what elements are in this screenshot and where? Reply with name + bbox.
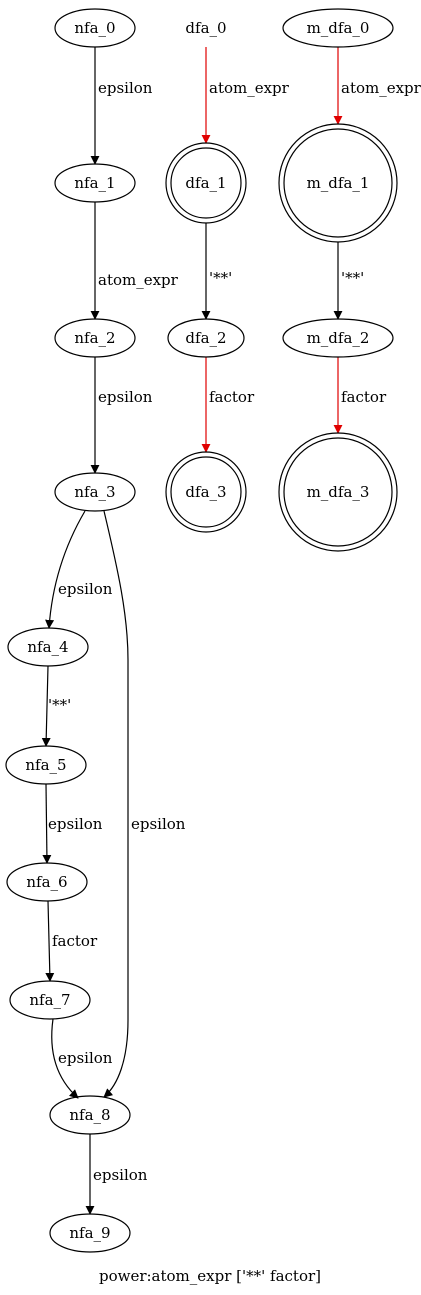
node-outer-ring-m_dfa_3 bbox=[278, 432, 398, 552]
node-shape-dfa_2 bbox=[167, 318, 245, 358]
node-shape-nfa_5 bbox=[5, 745, 87, 785]
node-shape-nfa_1 bbox=[54, 163, 136, 203]
node-shape-nfa_7 bbox=[9, 980, 91, 1020]
node-outer-ring-m_dfa_1 bbox=[278, 123, 398, 243]
edge-label-m_dfa_1-to-m_dfa_2: '**' bbox=[341, 269, 364, 287]
node-shape-m_dfa_2 bbox=[282, 318, 394, 358]
node-nfa_8: nfa_8 bbox=[49, 1095, 131, 1135]
node-label-m_dfa_1: m_dfa_1 bbox=[307, 174, 370, 192]
edge-label-nfa_2-to-nfa_3: epsilon bbox=[98, 388, 153, 406]
node-m_dfa_0: m_dfa_0 bbox=[282, 8, 394, 48]
node-inner-ring-m_dfa_1 bbox=[283, 128, 393, 238]
edge-nfa_6-to-nfa_7 bbox=[45, 900, 55, 982]
node-nfa_9: nfa_9 bbox=[49, 1213, 131, 1253]
node-nfa_3: nfa_3 bbox=[54, 472, 136, 512]
node-shape-nfa_9 bbox=[49, 1213, 131, 1253]
node-nfa_5: nfa_5 bbox=[5, 745, 87, 785]
node-label-m_dfa_0: m_dfa_0 bbox=[307, 19, 370, 37]
edge-label-nfa_3-to-nfa_8: epsilon bbox=[131, 815, 186, 833]
node-label-nfa_8: nfa_8 bbox=[69, 1106, 110, 1124]
node-nfa_0: nfa_0 bbox=[54, 8, 136, 48]
edge-nfa_4-to-nfa_5 bbox=[41, 665, 51, 747]
edge-label-nfa_3-to-nfa_4: epsilon bbox=[58, 580, 113, 598]
node-outer-ring-dfa_3 bbox=[165, 451, 247, 533]
nodes-layer: nfa_0 nfa_1 nfa_2 nfa_3 nfa_4 nfa_5 nfa_6 nfa_7… bbox=[5, 8, 398, 1253]
node-label-m_dfa_3: m_dfa_3 bbox=[307, 483, 370, 501]
edge-label-dfa_0-to-dfa_1: atom_expr bbox=[209, 79, 290, 97]
node-dfa_1: dfa_1 bbox=[165, 142, 247, 224]
node-nfa_2: nfa_2 bbox=[54, 318, 136, 358]
node-label-nfa_5: nfa_5 bbox=[25, 756, 66, 774]
node-shape-nfa_2 bbox=[54, 318, 136, 358]
node-label-nfa_2: nfa_2 bbox=[74, 329, 115, 347]
edge-nfa_5-to-nfa_6 bbox=[42, 783, 52, 864]
node-inner-ring-dfa_1 bbox=[170, 147, 242, 219]
edge-label-dfa_1-to-dfa_2: '**' bbox=[209, 269, 232, 287]
node-dfa_2: dfa_2 bbox=[167, 318, 245, 358]
node-label-m_dfa_2: m_dfa_2 bbox=[307, 329, 370, 347]
node-shape-nfa_3 bbox=[54, 472, 136, 512]
edge-label-nfa_6-to-nfa_7: factor bbox=[52, 932, 98, 950]
edge-nfa_3-to-nfa_8 bbox=[103, 510, 129, 1098]
edge-label-nfa_4-to-nfa_5: '**' bbox=[48, 696, 71, 714]
node-label-nfa_1: nfa_1 bbox=[74, 174, 115, 192]
node-label-nfa_4: nfa_4 bbox=[27, 638, 68, 656]
edge-label-nfa_8-to-nfa_9: epsilon bbox=[93, 1166, 148, 1184]
edge-label-nfa_5-to-nfa_6: epsilon bbox=[48, 815, 103, 833]
node-dfa_0: dfa_0 bbox=[185, 19, 226, 37]
node-shape-m_dfa_0 bbox=[282, 8, 394, 48]
node-m_dfa_3: m_dfa_3 bbox=[278, 432, 398, 552]
node-label-dfa_2: dfa_2 bbox=[185, 329, 226, 347]
node-shape-nfa_6 bbox=[6, 862, 88, 902]
node-label-nfa_9: nfa_9 bbox=[69, 1224, 110, 1242]
edge-label-dfa_2-to-dfa_3: factor bbox=[209, 388, 255, 406]
node-label-nfa_6: nfa_6 bbox=[26, 873, 67, 891]
edge-label-nfa_0-to-nfa_1: epsilon bbox=[98, 79, 153, 97]
node-label-dfa_3: dfa_3 bbox=[185, 483, 226, 501]
edge-label-m_dfa_2-to-m_dfa_3: factor bbox=[341, 388, 387, 406]
edge-label-nfa_7-to-nfa_8: epsilon bbox=[58, 1049, 113, 1067]
node-shape-nfa_4 bbox=[7, 627, 89, 667]
node-shape-nfa_8 bbox=[49, 1095, 131, 1135]
edge-label-nfa_1-to-nfa_2: atom_expr bbox=[98, 271, 179, 289]
edge-nfa_7-to-nfa_8 bbox=[51, 1018, 79, 1099]
edge-nfa_3-to-nfa_4 bbox=[45, 510, 86, 629]
node-label-dfa_0: dfa_0 bbox=[185, 19, 226, 37]
edges-layer: epsilonatom_exprepsilonepsilonepsilon'**… bbox=[41, 47, 421, 1215]
node-nfa_6: nfa_6 bbox=[6, 862, 88, 902]
node-label-nfa_3: nfa_3 bbox=[74, 483, 115, 501]
node-outer-ring-dfa_1 bbox=[165, 142, 247, 224]
edge-label-m_dfa_0-to-m_dfa_1: atom_expr bbox=[341, 79, 421, 97]
node-label-dfa_1: dfa_1 bbox=[185, 174, 226, 192]
node-m_dfa_1: m_dfa_1 bbox=[278, 123, 398, 243]
node-label-nfa_7: nfa_7 bbox=[29, 991, 70, 1009]
node-nfa_7: nfa_7 bbox=[9, 980, 91, 1020]
node-shape-nfa_0 bbox=[54, 8, 136, 48]
node-m_dfa_2: m_dfa_2 bbox=[282, 318, 394, 358]
node-dfa_3: dfa_3 bbox=[165, 451, 247, 533]
diagram-caption: power:atom_expr ['**' factor] bbox=[99, 1267, 321, 1285]
node-inner-ring-m_dfa_3 bbox=[283, 437, 393, 547]
node-nfa_1: nfa_1 bbox=[54, 163, 136, 203]
node-nfa_4: nfa_4 bbox=[7, 627, 89, 667]
node-label-nfa_0: nfa_0 bbox=[74, 19, 115, 37]
node-inner-ring-dfa_3 bbox=[170, 456, 242, 528]
